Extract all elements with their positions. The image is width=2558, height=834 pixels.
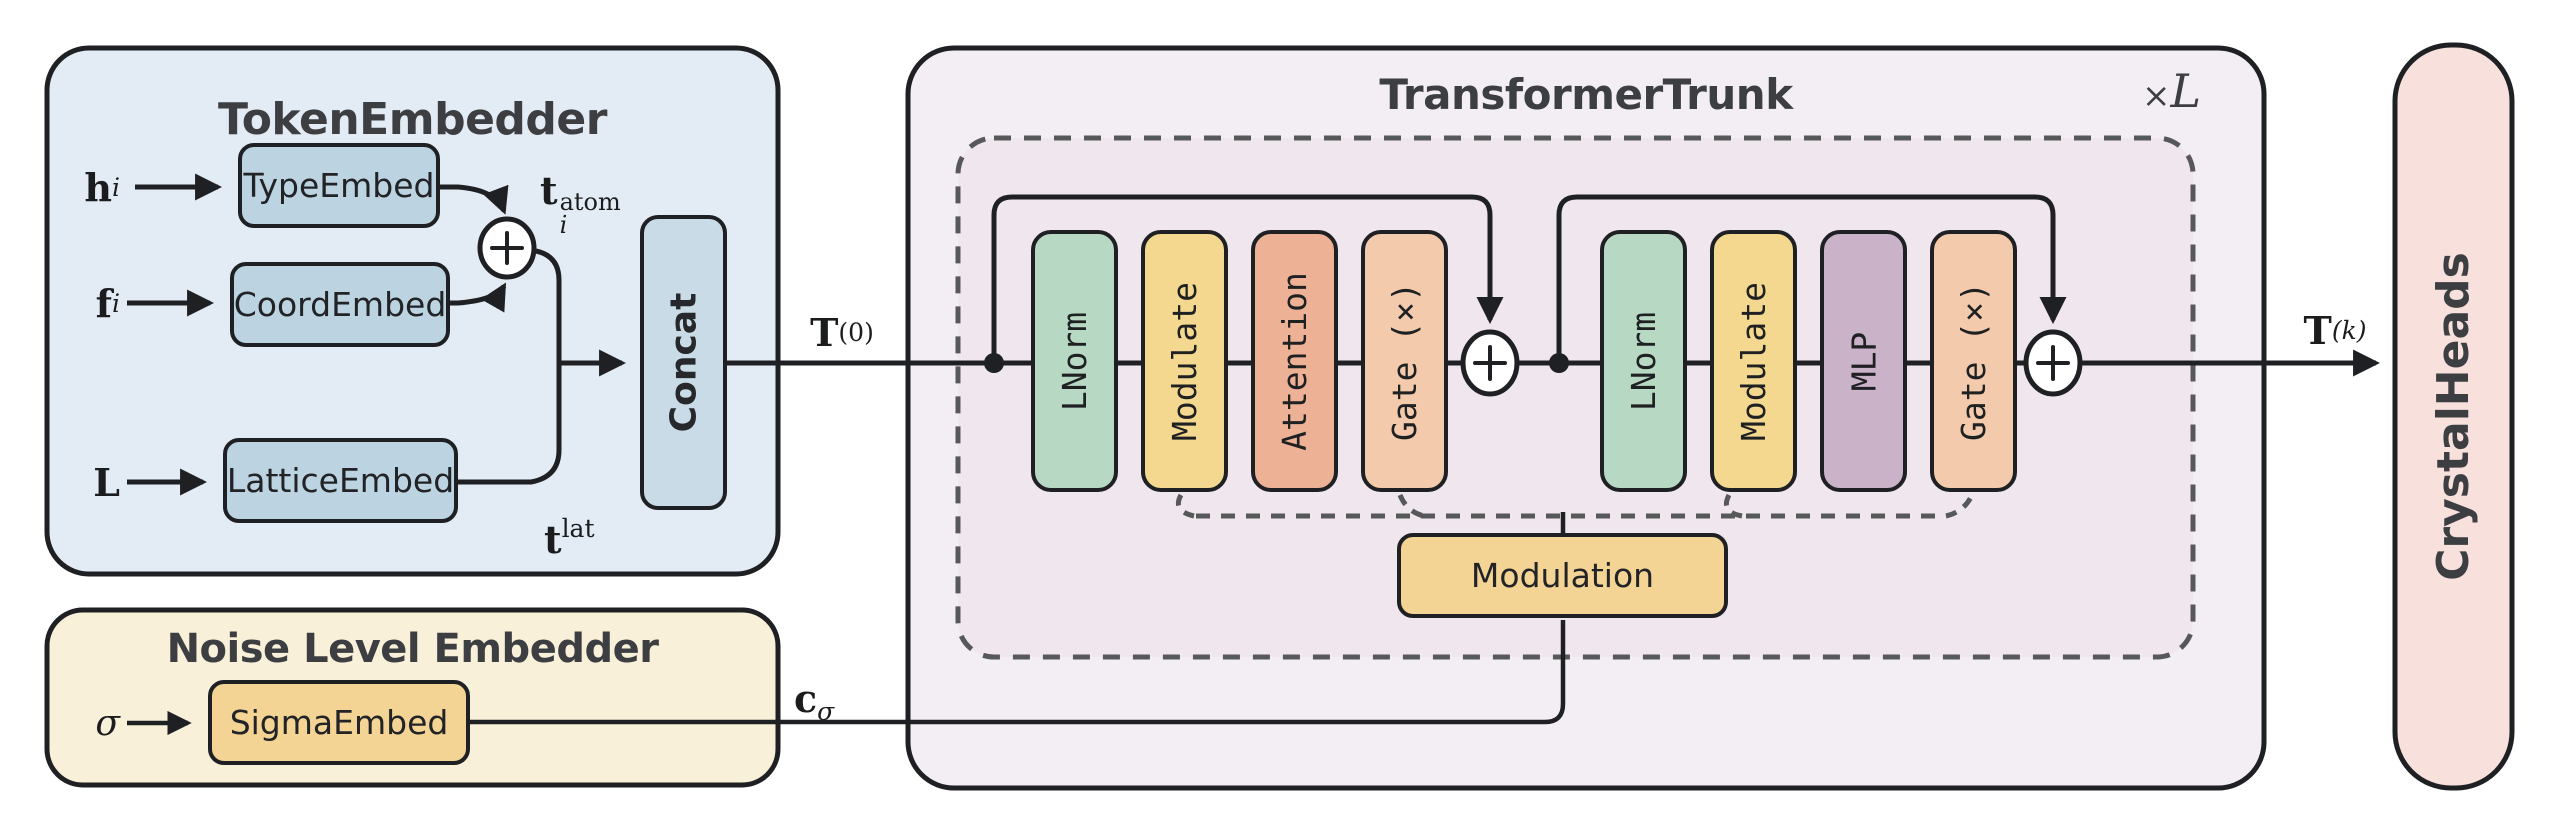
block-modulate-2: Modulate (1710, 230, 1797, 492)
block-gate-2: Gate (×) (1930, 230, 2017, 492)
residual-skip-attention (991, 194, 1504, 363)
concat-label: Concat (663, 292, 704, 433)
crystal-heads-panel (2392, 42, 2515, 791)
c-sigma-signal-label: cσ (794, 676, 835, 726)
tk-signal-label: T(k) (2303, 308, 2367, 353)
repeat-times-l-label: ×L (2142, 64, 2202, 118)
wire-sum-down (535, 248, 562, 363)
input-label-sigma: σ (95, 702, 120, 744)
block-gate-1: Gate (×) (1361, 230, 1448, 492)
arrow-coordembed-to-sum (450, 282, 507, 313)
sigma-embed-label: SigmaEmbed (229, 703, 449, 742)
branch-dot-2 (1549, 353, 1569, 373)
sum-plus-icon-attention (1460, 329, 1520, 397)
arrow-typeembed-to-sum (440, 184, 509, 215)
modulation-box: Modulation (1397, 533, 1728, 618)
modulation-label: Modulation (1470, 556, 1655, 595)
coord-embed-box: CoordEmbed (230, 262, 450, 347)
crystal-heads-box: CrystalHeads (2395, 45, 2512, 788)
block-mlp: MLP (1820, 230, 1907, 492)
type-embed-box: TypeEmbed (238, 143, 440, 228)
dashed-stub-modulate2 (1723, 493, 1743, 519)
block-lnorm-1: LNorm (1031, 230, 1118, 492)
block-modulate-1: Modulate (1141, 230, 1228, 492)
transformer-trunk-title: TransformerTrunk (1379, 70, 1793, 119)
wire-latticeembed-up (458, 363, 562, 485)
sum-plus-icon-mlp (2023, 329, 2083, 397)
lattice-embed-box: LatticeEmbed (223, 438, 458, 523)
concat-box: Concat (640, 215, 727, 510)
block-attention: Attention (1251, 230, 1338, 492)
token-embedder-title: TokenEmbedder (218, 94, 607, 145)
coord-embed-label: CoordEmbed (233, 285, 447, 324)
dashed-stub-gate1 (1397, 493, 1425, 519)
noise-embedder-title: Noise Level Embedder (166, 626, 659, 672)
dashed-stub-gate2 (1945, 493, 1975, 519)
wire-csigma-to-modulation (470, 620, 1566, 725)
sigma-embed-box: SigmaEmbed (208, 680, 470, 765)
crystal-heads-label: CrystalHeads (2428, 252, 2479, 581)
branch-dot-1 (984, 353, 1004, 373)
residual-skip-mlp (1556, 194, 2067, 363)
dashed-stub-modulate1 (1175, 493, 1195, 519)
t-lat-signal-label: tlat (544, 514, 595, 562)
sum-plus-icon-embedder (477, 216, 537, 280)
block-lnorm-2: LNorm (1600, 230, 1687, 492)
input-label-lattice: L (93, 459, 120, 505)
lattice-embed-label: LatticeEmbed (226, 461, 455, 500)
type-embed-label: TypeEmbed (243, 166, 435, 205)
t0-signal-label: T(0) (810, 310, 874, 355)
